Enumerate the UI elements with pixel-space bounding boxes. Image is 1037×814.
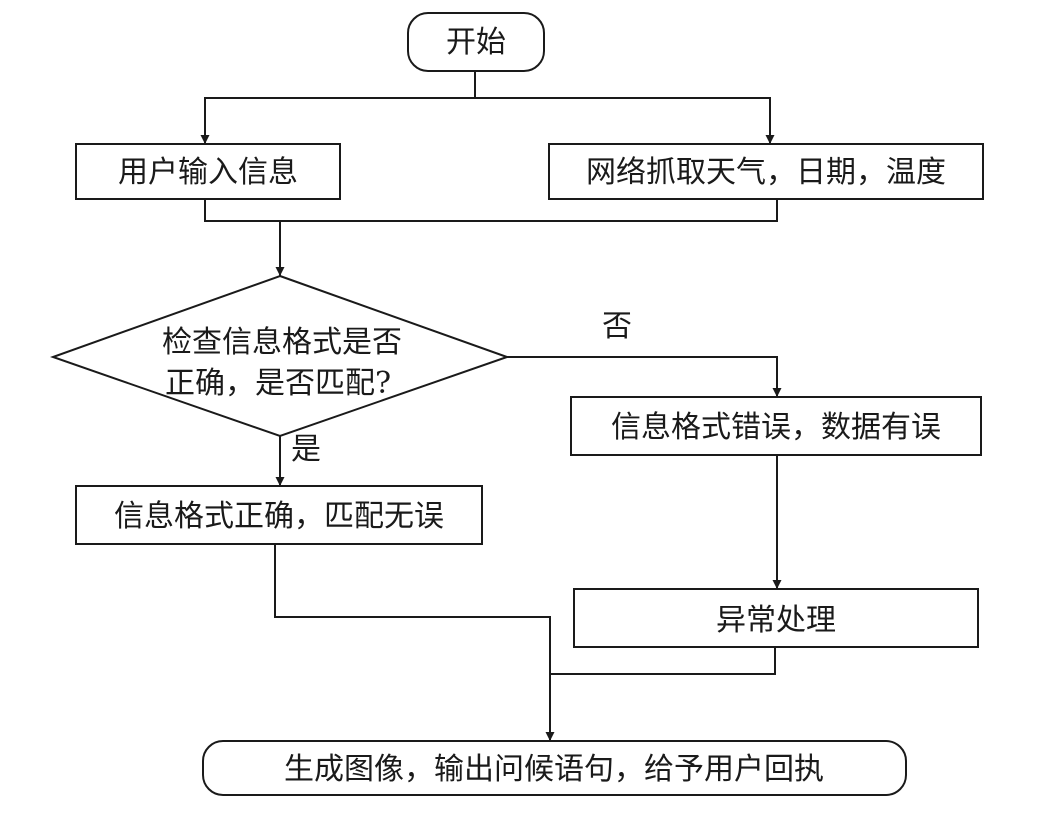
start-node (407, 12, 545, 72)
fetch-weather-node (548, 143, 984, 200)
user-input-node (75, 143, 341, 200)
exception-node (573, 588, 979, 648)
edge-exception-to-output (550, 647, 776, 675)
edge-check-no (507, 356, 782, 397)
edge-ok-to-output (274, 544, 555, 741)
fetch-weather-label: 网络抓取天气，日期，温度 (586, 155, 946, 190)
format-error-label: 信息格式错误，数据有误 (611, 410, 941, 445)
edge-start-to-fetch-weather (475, 97, 775, 144)
check-format-label-line1: 检查信息格式是否 (162, 325, 402, 360)
check-format-label-line2: 正确，是否匹配? (165, 366, 391, 401)
edge-start-to-user-input (200, 71, 476, 144)
format-error-node (570, 396, 982, 456)
start-label: 开始 (446, 25, 506, 60)
exception-label: 异常处理 (716, 603, 836, 638)
output-label: 生成图像，输出问候语句，给予用户回执 (284, 752, 824, 787)
branch-no-label: 否 (602, 309, 632, 344)
format-ok-node (75, 485, 483, 545)
format-ok-label: 信息格式正确，匹配无误 (114, 499, 444, 534)
check-format-decision (49, 274, 511, 438)
user-input-label: 用户输入信息 (118, 155, 298, 190)
output-node (202, 740, 907, 796)
edge-merge-inputs (204, 199, 778, 222)
branch-yes-label: 是 (291, 432, 321, 467)
